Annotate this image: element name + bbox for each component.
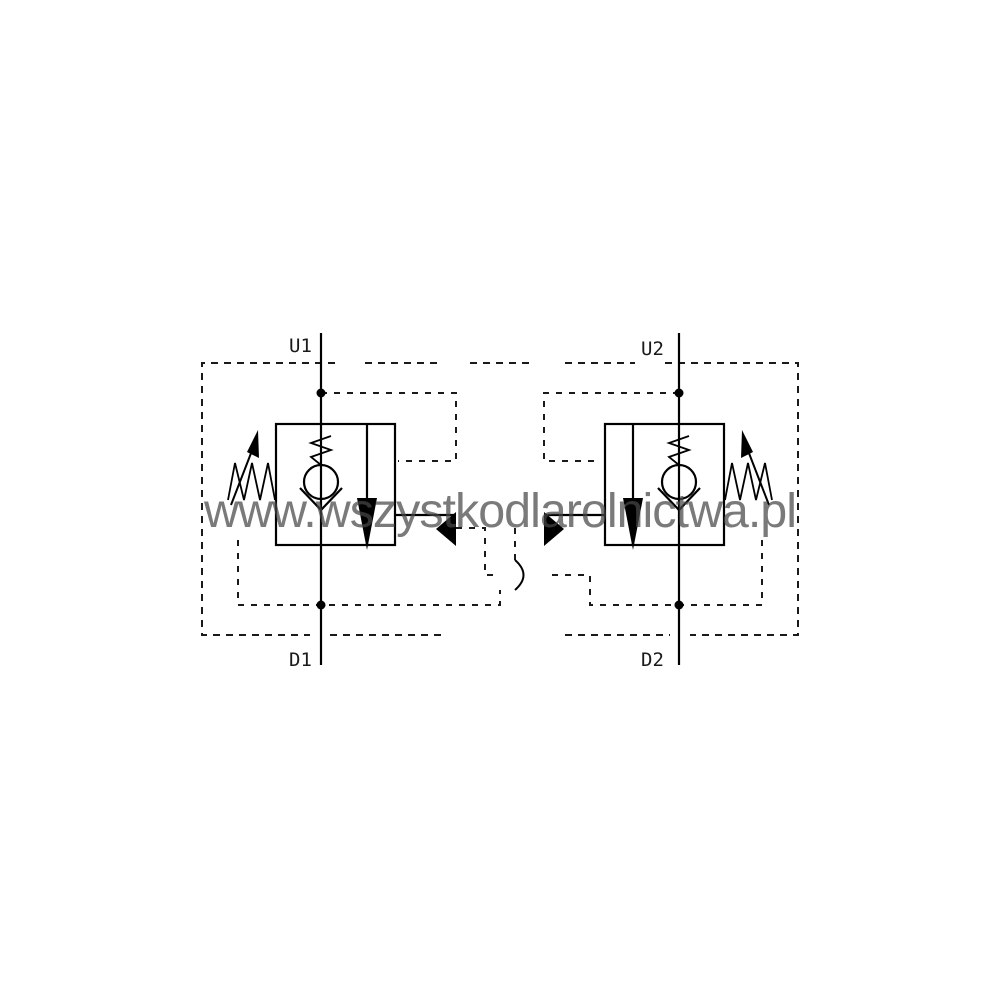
port-label-d1: D1 — [289, 649, 312, 671]
watermark-text: www.wszystkodlarolnictwa.pl — [203, 485, 796, 538]
right-valve — [544, 333, 773, 665]
adjust-arrow-right — [741, 430, 753, 458]
flow-arrow-right — [623, 498, 643, 550]
spring-zigzag-left — [308, 435, 334, 466]
junction-dot-u1 — [316, 388, 326, 398]
pilot-arrow-right — [544, 512, 564, 546]
junction-dot-u2 — [674, 388, 684, 398]
left-valve — [227, 333, 456, 665]
port-label-u2: U2 — [641, 338, 664, 360]
pilot-arrow-left — [436, 512, 456, 546]
adjustable-spring-left — [227, 462, 276, 501]
junction-dot-d2 — [674, 600, 684, 610]
port-label-d2: D2 — [641, 649, 664, 671]
left-pilot-lines — [237, 392, 501, 606]
flow-arrow-left — [357, 498, 377, 550]
line-crossover — [514, 559, 525, 591]
check-seat-left — [299, 487, 343, 512]
left-enclosure — [201, 362, 535, 636]
adjust-arrow-left — [247, 430, 259, 458]
port-label-u1: U1 — [289, 335, 312, 357]
adjustable-spring-right — [724, 462, 773, 501]
right-enclosure — [565, 362, 799, 636]
junction-dot-d1 — [316, 600, 326, 610]
check-seat-right — [657, 487, 701, 512]
right-pilot-lines — [514, 392, 763, 606]
spring-zigzag-right — [666, 435, 692, 466]
